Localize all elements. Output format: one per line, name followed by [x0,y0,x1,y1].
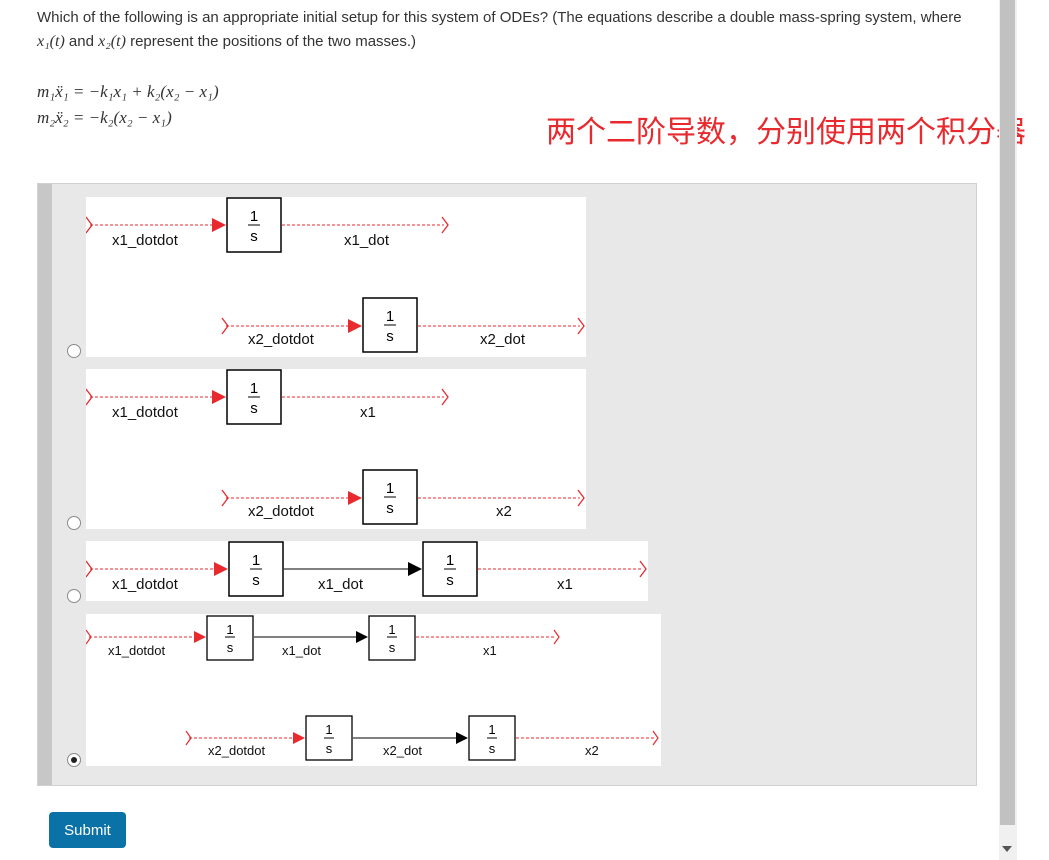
option-1-svg: 1 s x1_dotdot x1_dot 1 s x2_dotdot x2_do… [85,197,585,353]
option-2-diagram[interactable]: 1 s x1_dotdot x1 1 s x2_dotdot x2 [85,369,586,529]
arrow-head [348,319,362,333]
option-3-svg: 1 s 1 s x1_dotdot x1_dot x1 [85,541,647,597]
signal-label: x2_dotdot [208,743,265,758]
integrator-den: s [386,328,394,345]
signal-label: x2_dotdot [248,503,315,520]
signal-label: x2_dot [383,743,422,758]
arrow-head [214,562,228,576]
option-2-svg: 1 s x1_dotdot x1 1 s x2_dotdot x2 [85,369,585,525]
option-3-radio[interactable] [67,589,81,603]
option-3-diagram[interactable]: 1 s 1 s x1_dotdot x1_dot x1 [85,541,648,601]
integrator-block [206,615,254,661]
arrow-head [456,732,468,744]
signal-label: x2 [496,503,512,520]
integrator-den: s [252,572,260,589]
question-part: represent the positions of the two masse… [125,33,417,50]
signal-end-chevron [441,216,449,234]
signal-label: x1_dotdot [112,404,179,421]
submit-button[interactable]: Submit [49,812,126,848]
integrator-den: s [326,741,333,756]
signal-label: x1_dot [282,643,321,658]
handwritten-annotation: 两个二阶导数，分别使用两个积分器 [546,115,1026,150]
signal-end-chevron [441,388,449,406]
integrator-den: s [386,500,394,517]
signal-end-chevron [652,730,659,746]
integrator-num: 1 [446,552,454,569]
signal-label: x1_dotdot [112,576,179,593]
x1-of-t: x₁(t) [37,33,65,50]
integrator-num: 1 [386,308,394,325]
integrator-den: s [446,572,454,589]
signal-label: x1_dotdot [108,643,165,658]
signal-label: x2 [585,743,599,758]
arrow-head [348,491,362,505]
option-4-radio[interactable] [67,753,81,767]
integrator-block [368,615,416,661]
integrator-den: s [250,400,258,417]
integrator-num: 1 [388,622,395,637]
signal-label: x1 [360,404,376,421]
signal-label: x2_dotdot [248,331,315,348]
equation-1: m₁ẍ₁ = −k₁x₁ + k₂(x₂ − x₁) [37,82,219,101]
scrollbar-thumb[interactable] [1000,0,1015,825]
scroll-down-icon[interactable] [1002,846,1012,852]
arrow-head [408,562,422,576]
question-text: Which of the following is an appropriate… [37,6,977,54]
integrator-num: 1 [325,722,332,737]
signal-end-chevron [577,317,585,335]
arrow-head [212,390,226,404]
arrow-head [356,631,368,643]
option-4-svg: 1 s 1 s x1_dotdot x1_dot x1 1 s 1 s x2_d… [85,615,659,761]
integrator-den: s [227,640,234,655]
arrow-head [212,218,226,232]
integrator-num: 1 [488,722,495,737]
signal-end-chevron [553,629,560,645]
question-part: and [64,33,99,50]
option-4-diagram[interactable]: 1 s 1 s x1_dotdot x1_dot x1 1 s 1 s x2_d… [85,614,661,766]
panel-left-bar [38,184,52,785]
integrator-num: 1 [250,208,258,225]
option-1-radio[interactable] [67,344,81,358]
arrow-head [293,732,305,744]
signal-label: x1_dot [344,232,390,249]
question-part: Which of the following is an appropriate… [37,9,962,26]
signal-label: x1_dot [318,576,364,593]
integrator-num: 1 [250,380,258,397]
signal-label: x1_dotdot [112,232,179,249]
integrator-den: s [389,640,396,655]
x2-of-t: x₂(t) [98,33,126,50]
integrator-num: 1 [252,552,260,569]
signal-label: x1 [557,576,573,593]
integrator-num: 1 [386,480,394,497]
integrator-den: s [489,741,496,756]
signal-end-chevron [577,489,585,507]
integrator-num: 1 [226,622,233,637]
signal-end-chevron [639,560,647,578]
option-1-diagram[interactable]: 1 s x1_dotdot x1_dot 1 s x2_dotdot x2_do… [85,197,586,357]
integrator-den: s [250,228,258,245]
option-2-radio[interactable] [67,516,81,530]
arrow-head [194,631,206,643]
signal-label: x2_dot [480,331,526,348]
equation-2: m₂ẍ₂ = −k₂(x₂ − x₁) [37,108,172,127]
signal-label: x1 [483,643,497,658]
